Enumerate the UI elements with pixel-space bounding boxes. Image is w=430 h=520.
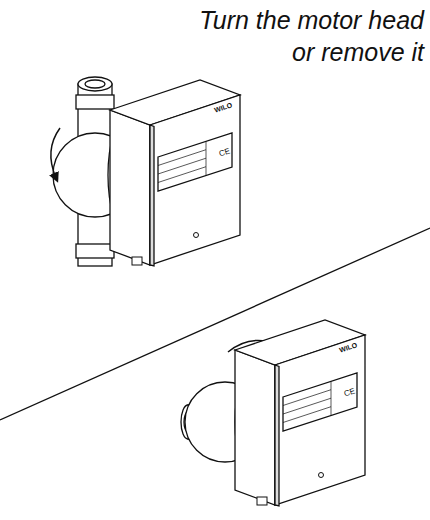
motor-side-face: [110, 110, 150, 265]
screw: [194, 233, 199, 238]
motor-front-face: [275, 335, 365, 505]
rating-plate: [158, 133, 232, 191]
motor-front-face: [150, 95, 240, 265]
rotate-arrow: [51, 128, 60, 178]
plate-line: [331, 381, 332, 415]
title: Turn the motor head or remove it: [184, 4, 424, 68]
plate-line: [206, 141, 207, 175]
plate-line: [158, 167, 206, 183]
plate-line: [158, 158, 206, 174]
plate-line: [158, 150, 206, 166]
plate-line: [283, 407, 331, 423]
edge-band: [150, 125, 154, 266]
cable-gland: [257, 497, 267, 505]
cable-gland: [132, 257, 142, 265]
motor-side-face: [235, 350, 275, 505]
screw: [319, 473, 324, 478]
edge-band: [275, 365, 279, 506]
rating-plate: [283, 373, 357, 431]
plate-line: [283, 390, 331, 406]
plate-line: [283, 398, 331, 414]
